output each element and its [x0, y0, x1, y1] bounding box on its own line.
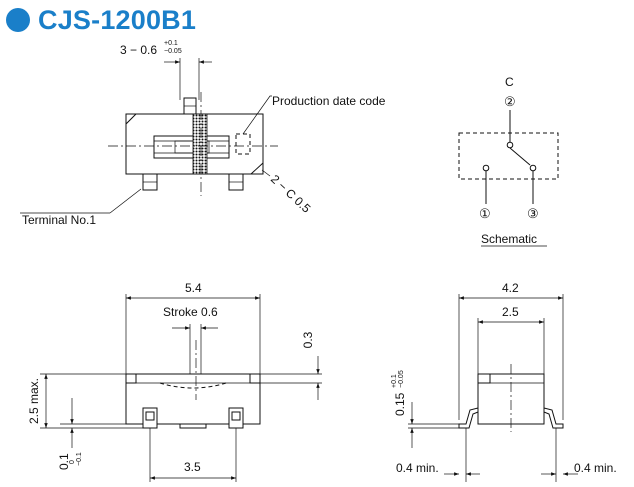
standoff-label: 0.1 [57, 453, 71, 470]
pitch-dim-label: 3 − 0.6 [120, 43, 157, 57]
knob-height-label: 0.3 [301, 331, 315, 348]
corner-chamfer-mark [250, 162, 264, 175]
pin-common-number: ② [504, 94, 516, 109]
lead-tol-lower: −0.05 [398, 370, 405, 388]
side-width-label: 4.2 [502, 281, 519, 295]
chamfer-label: 2 − C 0.5 [268, 172, 314, 216]
height-max-label: 2.5 max. [27, 378, 41, 424]
foot-left-label: 0.4 min. [396, 461, 439, 475]
production-date-code-label: Production date code [272, 94, 386, 108]
terminal-no1-label: Terminal No.1 [22, 213, 96, 227]
switch-blade [509, 147, 531, 166]
top-view: 3 − 0.6 +0.1 −0.05 Production date code [20, 40, 386, 227]
lead-tol-upper: +0.1 [391, 374, 398, 388]
slide-slot [153, 135, 230, 159]
width-54-label: 5.4 [185, 281, 202, 295]
standoff-tol-upper: 0 [69, 460, 76, 464]
stroke-label: Stroke 0.6 [163, 305, 218, 319]
lead-thickness-label: 0.15 [393, 392, 407, 416]
schematic-outline [458, 132, 559, 180]
schematic: C ② ① ③ Schematic [458, 75, 559, 247]
title-bullet-icon [6, 8, 30, 32]
front-view: 5.4 Stroke 0.6 0.3 2.5 max. [27, 281, 322, 482]
standoff-tol-lower: −0.1 [76, 452, 83, 466]
pitch-dimension: 3 − 0.6 +0.1 −0.05 [120, 40, 212, 100]
contact-left [482, 164, 490, 172]
front-terminal-2 [179, 423, 207, 429]
product-title: CJS-1200B1 [38, 4, 197, 35]
pin-right-number: ③ [527, 206, 539, 221]
side-inner-label: 2.5 [502, 305, 519, 319]
title-row: CJS-1200B1 [6, 4, 196, 36]
pin-left-number: ① [479, 206, 491, 221]
left-lead [458, 407, 479, 429]
actuator-hatched [192, 113, 208, 175]
right-lead [543, 407, 564, 429]
schematic-caption: Schematic [481, 232, 537, 246]
side-view: 4.2 2.5 0.15 +0.1 −0.05 0.4 min. 0.4 min… [391, 281, 617, 482]
pin1-chamfer-mark [125, 113, 137, 125]
contact-right [529, 164, 537, 172]
common-label: C [505, 75, 514, 89]
foot-right-label: 0.4 min. [574, 461, 617, 475]
terminal-pitch-label: 3.5 [184, 460, 201, 474]
pitch-tol-upper: +0.1 [164, 40, 178, 47]
pitch-tol-lower: −0.05 [164, 48, 182, 55]
